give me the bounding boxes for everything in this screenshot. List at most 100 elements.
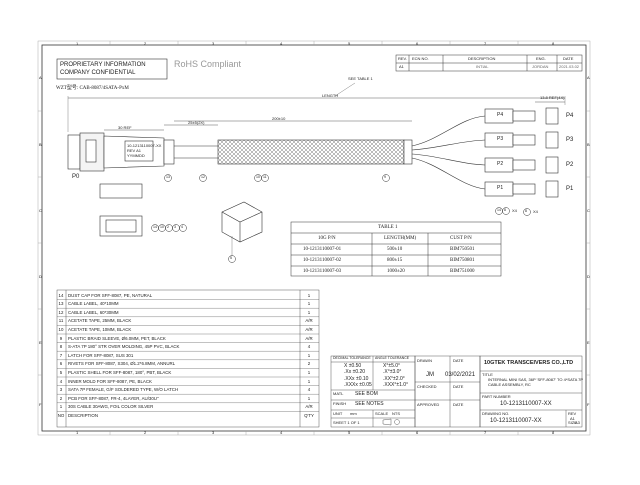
proprietary-line2: COMPANY CONFIDENTIAL (60, 70, 136, 76)
bom-desc: CABLE LABEL, 40*10MM (68, 301, 119, 307)
grid-letter-left: C (39, 208, 42, 213)
company-block-lines (479, 355, 583, 428)
bom-no: 1 (59, 404, 63, 410)
proprietary-line1: PROPRIETARY INFORMATION (60, 62, 146, 68)
bom-qty: A/R (305, 326, 313, 332)
bom-qty: 1 (307, 378, 311, 384)
bom-footer-qty: Q'TY (304, 412, 314, 418)
finish-value: SEE NOTES (355, 401, 384, 407)
bom-qty: 4 (307, 387, 311, 393)
bom-table-lines (56, 289, 320, 428)
grid-letter-left: E (39, 340, 42, 345)
bom-desc: LATCH FOR SFF-8087, SUS 301 (68, 352, 134, 358)
bom-qty: A/R (305, 318, 313, 324)
size-label: SIZE (568, 420, 577, 425)
table1-cell-cust: BIM750801 (450, 258, 475, 263)
cable-label-line1: 10-1213110007-XX (127, 143, 162, 148)
balloon-number: 9 (384, 175, 386, 179)
tol-header-right: ANGLE TOLERANCE (375, 356, 410, 360)
p0-connector-face (67, 134, 81, 170)
bom-desc: 30S CABLE 30AWG, FOIL COLOR SILVER (68, 404, 154, 410)
balloon-number: 14 (497, 208, 501, 212)
bom-no: 3 (59, 387, 63, 393)
scale-label: SCALE (375, 411, 389, 416)
eng-value: JORDAN (532, 64, 549, 69)
description-header: DESCRIPTION (468, 56, 496, 61)
balloon-number: 10 (256, 175, 260, 179)
table1-header-length: LENGTH(MM) (384, 236, 417, 241)
grid-letter-right: C (587, 208, 590, 213)
title-label: TITLE (482, 372, 493, 377)
balloon-number: 2 (167, 225, 169, 229)
model-text: WZT型号: CAB-8087/4SATA-PxM (56, 86, 129, 91)
matl-label: MATL (333, 391, 344, 396)
balloon-number: 5 (230, 256, 232, 260)
bom-no: 5 (59, 369, 63, 375)
bom-no: 6 (59, 361, 63, 367)
cable-label-line2: REV A1 (127, 148, 142, 153)
balloon-number: 4 (181, 225, 183, 229)
drawing-number: 10-1213110007-XX (490, 418, 542, 424)
bom-desc: PLASTIC SHELL FOR SFF-8087, 180°, PBT, B… (68, 369, 172, 375)
bom-no: 7 (59, 352, 63, 358)
title-line2: CABLE ASSEMBLY, RC (488, 382, 531, 387)
port-label-side: P2 (566, 162, 574, 168)
tolerance-decimal: X ±0.50 (344, 363, 362, 369)
rev-label-block: REV (568, 411, 577, 416)
bom-desc: DUST CAP FOR SFF-8087, PE, NATURAL (68, 292, 153, 298)
sata-side-p3 (545, 131, 559, 149)
table1-cell-pn: 10-1213110007-02 (303, 258, 342, 263)
drawn-by: JM (426, 372, 434, 378)
grid-number-bottom: 1 (76, 430, 79, 435)
tolerance-decimal: .XXx ±0.10 (344, 375, 369, 382)
bom-no: 9 (59, 335, 63, 341)
length-dim: LENGTH (322, 93, 339, 98)
bom-footer-desc: DESCRIPTION (68, 412, 99, 418)
grid-letter-right: E (587, 340, 590, 345)
bom-no: 8 (59, 344, 63, 350)
date-value: 2021.03.02 (559, 64, 580, 69)
bom-no: 14 (58, 292, 64, 298)
bom-qty: 1 (307, 395, 311, 401)
checked-date-label: DATE (453, 384, 464, 389)
bom-row: 3 SATA 7P FEMALE, G/F SOLDERED TYPE, W/O … (57, 386, 319, 394)
port-label-side: P3 (566, 137, 574, 143)
bom-qty: 1 (307, 301, 311, 307)
bom-qty: A/R (305, 335, 313, 341)
braided-sleeve (217, 139, 405, 165)
grid-number-top: 1 (76, 41, 79, 46)
grid-number-bottom: 4 (280, 430, 283, 435)
bom-qty: 1 (307, 352, 311, 358)
bom-desc: ACETATE TAPE, 25MM, BLACK (68, 318, 132, 324)
tape-left (163, 139, 175, 165)
grid-ticks (38, 41, 590, 435)
grid-letter-left: F (39, 402, 42, 407)
revision-table-lines (395, 54, 583, 72)
grid-number-bottom: 3 (212, 430, 215, 435)
balloon-number: 14 (153, 225, 157, 229)
grid-letter-left: A (39, 75, 42, 80)
bom-no: 4 (59, 378, 63, 384)
table1-cell-length: 500±10 (387, 247, 403, 252)
unit-value: mm (350, 411, 357, 416)
bom-no: 2 (59, 395, 63, 401)
ref-138-dim: 13.8 REF(4X) (540, 95, 565, 100)
port-label: P1 (497, 185, 504, 191)
sheet-value: SHEET 1 OF 1 (333, 420, 360, 425)
company-name: 10GTEK TRANSCEIVERS CO.,LTD (484, 360, 574, 366)
title-line1: INTERNAL MINI SAS, 36P 'SFF-8087' TO 4*S… (488, 377, 584, 382)
grid-number-bottom: 7 (484, 430, 487, 435)
port-label-side: P4 (566, 113, 574, 119)
proprietary-box (56, 58, 168, 80)
bom-no: 12 (58, 309, 64, 315)
tolerance-decimal: .Xx ±0.20 (344, 369, 366, 376)
bom-desc: CABLE LABEL, 60*30MM (68, 309, 119, 315)
bom-desc: SATA 7P FEMALE, G/F SOLDERED TYPE, W/O L… (68, 387, 179, 393)
grid-letter-right: D (587, 274, 590, 279)
